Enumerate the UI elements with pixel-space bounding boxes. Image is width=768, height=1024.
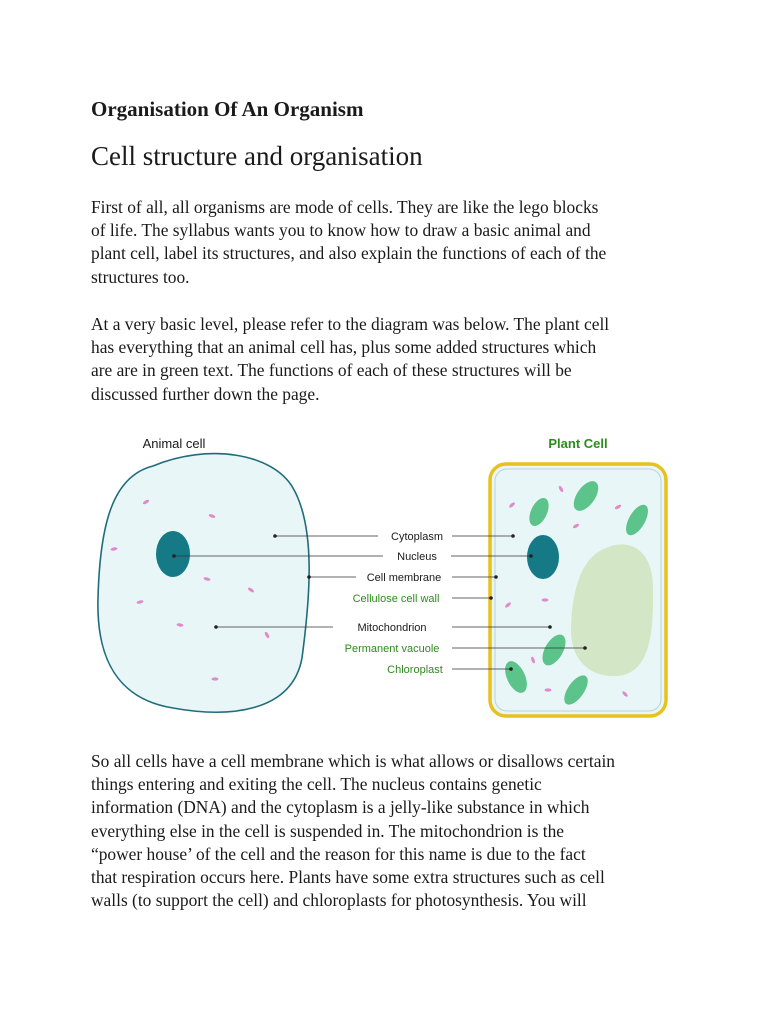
paragraph-line: information (DNA) and the cytoplasm is a…	[91, 797, 590, 818]
page-title: Organisation Of An Organism	[91, 97, 364, 121]
paragraph-line: of life. The syllabus wants you to know …	[91, 220, 591, 241]
plant-mitochondria	[505, 485, 628, 697]
label-permanent-vacuole: Permanent vacuole	[345, 643, 440, 655]
intro-paragraph: First of all, all organisms are mode of …	[91, 196, 606, 289]
paragraph-line: that respiration occurs here. Plants hav…	[91, 867, 605, 888]
label-mitochondrion: Mitochondrion	[357, 622, 426, 634]
plant-vacuole	[570, 544, 654, 677]
label-nucleus: Nucleus	[397, 551, 437, 563]
paragraph-line: has everything that an animal cell has, …	[91, 337, 597, 358]
plant-nucleus	[527, 535, 559, 579]
animal-cell-body	[97, 452, 310, 713]
paragraph-line: things entering and exiting the cell. Th…	[91, 774, 542, 795]
explanation-paragraph: So all cells have a cell membrane which …	[91, 750, 615, 912]
paragraph-line: At a very basic level, please refer to t…	[91, 314, 610, 334]
cell-diagram: Animal cell Plant Cell	[97, 436, 668, 718]
paragraph-line: So all cells have a cell membrane which …	[91, 751, 615, 771]
animal-nucleus	[156, 531, 190, 577]
diagram-intro-paragraph: At a very basic level, please refer to t…	[91, 313, 609, 406]
plant-chloroplasts	[505, 481, 648, 705]
paragraph-line: discussed further down the page.	[91, 383, 320, 404]
animal-cell-title: Animal cell	[143, 436, 206, 451]
label-cytoplasm: Cytoplasm	[391, 531, 443, 543]
paragraph-line: “power house’ of the cell and the reason…	[91, 843, 586, 864]
paragraph-line: everything else in the cell is suspended…	[91, 820, 564, 841]
label-cellulose-cell-wall: Cellulose cell wall	[353, 593, 440, 605]
paragraph-line: structures too.	[91, 266, 190, 287]
section-heading: Cell structure and organisation	[91, 141, 423, 171]
paragraph-line: First of all, all organisms are mode of …	[91, 197, 599, 217]
paragraph-line: walls (to support the cell) and chloropl…	[91, 890, 587, 911]
plant-cell-title: Plant Cell	[548, 436, 607, 451]
label-chloroplast: Chloroplast	[387, 664, 443, 676]
animal-mitochondria	[110, 499, 270, 681]
leader-lines	[172, 534, 587, 671]
paragraph-line: are are in green text. The functions of …	[91, 360, 572, 381]
label-cell-membrane: Cell membrane	[367, 572, 442, 584]
paragraph-line: plant cell, label its structures, and al…	[91, 243, 607, 264]
plant-cell-membrane	[494, 468, 662, 712]
